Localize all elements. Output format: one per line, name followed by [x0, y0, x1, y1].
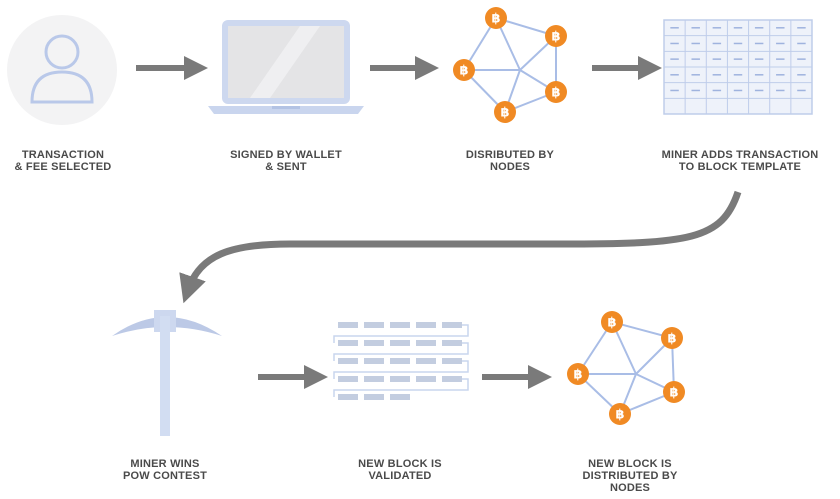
- user-icon: [7, 15, 117, 125]
- step-label-miner-adds: MINER ADDS TRANSACTION TO BLOCK TEMPLATE: [661, 149, 819, 173]
- step-label-transaction: TRANSACTION & FEE SELECTED: [14, 149, 112, 173]
- step-label-validated: NEW BLOCK IS VALIDATED: [358, 458, 442, 482]
- arrow-4-curved: [179, 190, 742, 304]
- validated-block-icon: [333, 322, 469, 400]
- bitcoin-network-icon-2: [567, 311, 685, 425]
- step-label-distributed: DISRIBUTED BY NODES: [465, 149, 555, 173]
- step-label-miner-wins: MINER WINS POW CONTEST: [122, 458, 208, 482]
- bitcoin-network-icon: [453, 7, 567, 123]
- pickaxe-icon: [112, 310, 222, 436]
- step-label-signed: SIGNED BY WALLET & SENT: [230, 149, 342, 173]
- laptop-icon: [208, 20, 364, 114]
- block-template-icon: [663, 19, 813, 115]
- step-label-block-distributed: NEW BLOCK IS DISTRIBUTED BY NODES: [582, 458, 678, 494]
